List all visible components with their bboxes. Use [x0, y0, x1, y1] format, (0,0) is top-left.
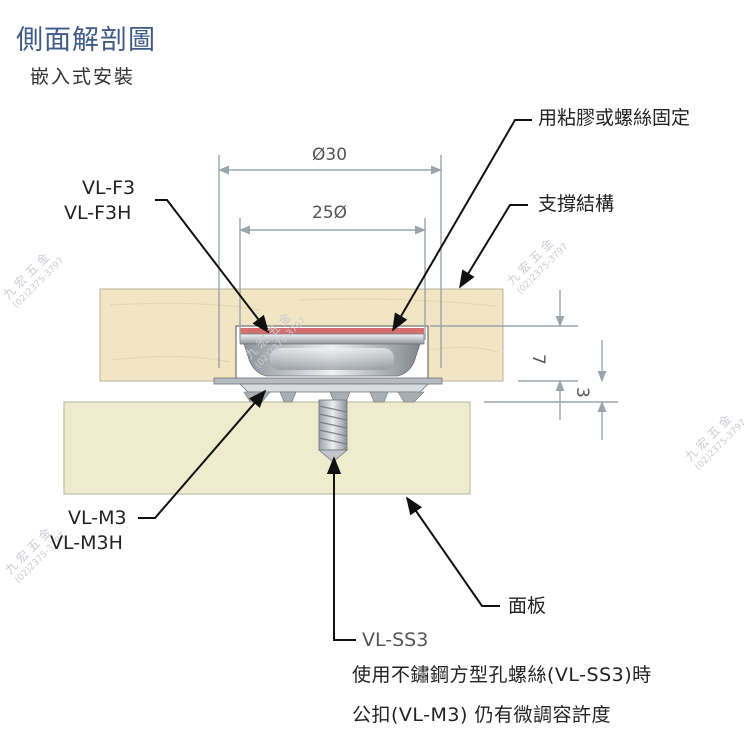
- callout-vl-m3h: VL-M3H: [50, 532, 123, 554]
- callout-vl-f3: VL-F3: [82, 177, 136, 199]
- callout-panel: 面板: [508, 595, 547, 617]
- callout-vl-m3: VL-M3: [68, 507, 127, 529]
- page-subtitle: 嵌入式安裝: [30, 66, 136, 88]
- leader-lines: [138, 119, 532, 641]
- callout-vl-ss3: VL-SS3: [362, 629, 429, 651]
- callout-vl-f3h: VL-F3H: [64, 202, 132, 224]
- watermark-4: 九 宏 五 金 (02)2375-3797: [682, 411, 749, 472]
- dimension-inner-diameter: 25Ø: [312, 203, 347, 223]
- callout-glue-or-screw: 用粘膠或螺絲固定: [538, 107, 691, 129]
- note-line-2: 公扣(VL-M3) 仍有微調容許度: [352, 704, 611, 726]
- dimension-gap: 3: [572, 387, 592, 398]
- note-line-1: 使用不鏽鋼方型孔螺絲(VL-SS3)時: [352, 664, 652, 686]
- female-fitting-vl-f3: [213, 328, 443, 385]
- panel: [63, 401, 471, 495]
- watermark-1: 九 宏 五 金 (02)2375-3797: [0, 249, 66, 310]
- male-fitting-vl-m3: [239, 383, 429, 403]
- callout-support-structure: 支撐結構: [538, 193, 615, 215]
- dimension-lines: [217, 155, 618, 440]
- dimension-depth: 7: [528, 354, 548, 365]
- watermark-2: 九 宏 五 金 (02)2375-3797: [504, 235, 571, 296]
- screw-vl-ss3: [317, 399, 349, 463]
- page-title: 側面解剖圖: [16, 25, 156, 56]
- dimension-outer-diameter: Ø30: [312, 145, 347, 165]
